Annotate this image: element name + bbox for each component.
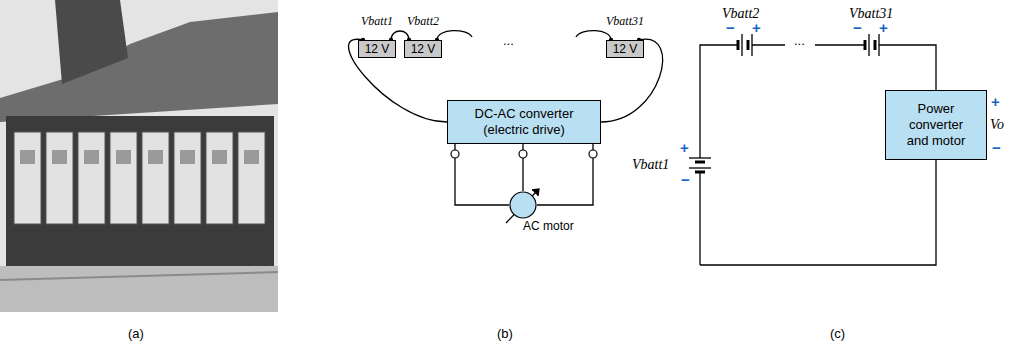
race-car-photo xyxy=(0,0,278,312)
battery-label: Vbatt2 xyxy=(407,14,439,28)
box-text: DC-AC converter (electric drive) xyxy=(458,106,590,138)
label: ... xyxy=(503,33,514,48)
label: (c) xyxy=(830,326,845,341)
wire-stub xyxy=(437,31,472,40)
wire xyxy=(349,39,447,122)
output-terminal xyxy=(519,150,527,158)
series-circuit-wires xyxy=(700,45,865,265)
output-terminal xyxy=(451,150,459,158)
battery-node: Vbatt31 12 V xyxy=(606,14,644,58)
label: (b) xyxy=(497,326,513,341)
battery-node: Vbatt1 12 V xyxy=(358,14,396,58)
battery-label: Vbatt31 xyxy=(606,14,644,28)
wire xyxy=(537,144,593,205)
label: + xyxy=(991,94,1000,109)
label: Vo xyxy=(990,117,1004,132)
battery-box: 12 V xyxy=(606,40,644,58)
label: + xyxy=(752,20,761,35)
label: (a) xyxy=(128,326,144,341)
battery-label: Vbatt1 xyxy=(361,14,393,28)
converter-box: DC-AC converter (electric drive) xyxy=(447,100,601,144)
wire xyxy=(455,144,509,205)
battery-symbol xyxy=(865,34,879,56)
battery-box: 12 V xyxy=(358,40,396,58)
power-converter-box: Power converter and motor xyxy=(885,90,987,160)
label: ... xyxy=(794,33,805,48)
motor-outline xyxy=(510,192,536,218)
battery-symbol xyxy=(738,34,752,56)
circuit-wire xyxy=(879,45,936,90)
motor-label: AC motor xyxy=(523,219,574,233)
label: Vbatt31 xyxy=(849,6,893,21)
circuit-wire xyxy=(700,160,936,265)
voltage-text: 12 V xyxy=(408,42,438,56)
label: − xyxy=(853,20,862,35)
label: − xyxy=(726,20,735,35)
label: Vbatt1 xyxy=(632,157,669,172)
label: − xyxy=(681,172,690,187)
voltage-text: 12 V xyxy=(610,42,640,56)
voltage-text: 12 V xyxy=(362,42,392,56)
battery-symbol xyxy=(689,158,711,172)
motor-circle xyxy=(509,191,537,219)
output-terminal xyxy=(589,150,597,158)
label: + xyxy=(680,140,689,155)
wire xyxy=(391,31,409,40)
motor-shaft-arrow xyxy=(506,189,539,223)
wire-stub xyxy=(576,31,611,40)
label: + xyxy=(879,20,888,35)
motor-node: AC motor xyxy=(509,191,537,219)
battery-node: Vbatt2 12 V xyxy=(404,14,442,58)
box-text: Power converter and motor xyxy=(900,101,972,149)
label: − xyxy=(992,140,1001,155)
label: Vbatt2 xyxy=(722,6,759,21)
wire xyxy=(601,39,663,122)
battery-box: 12 V xyxy=(404,40,442,58)
